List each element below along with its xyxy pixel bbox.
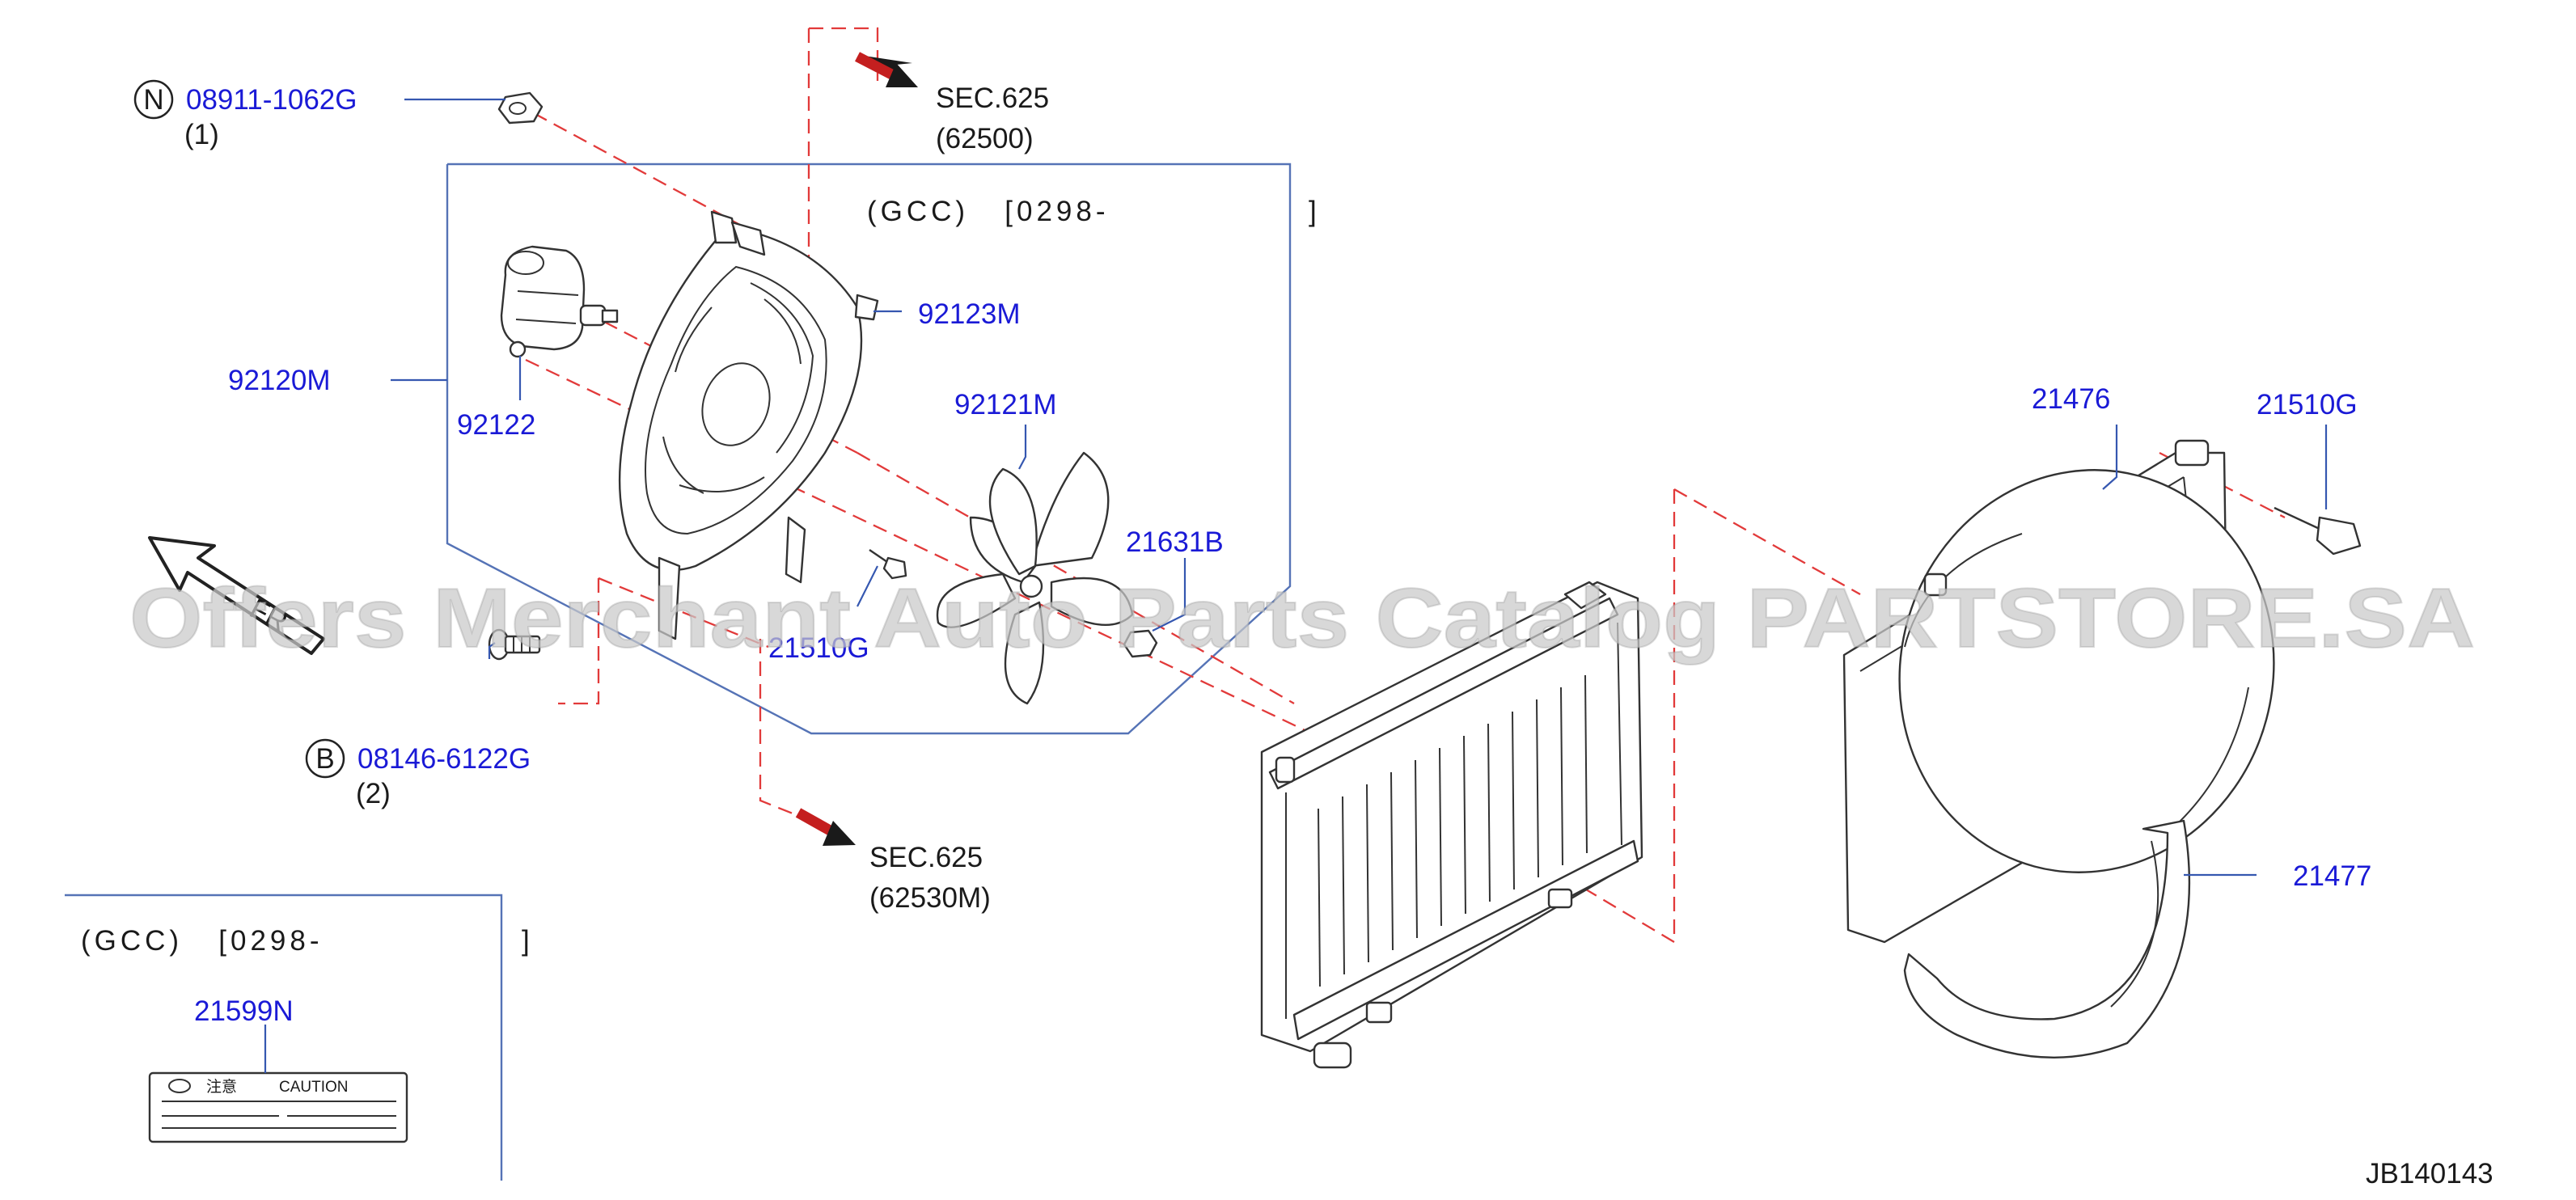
part-number-08146-6122g[interactable]: 08146-6122G xyxy=(357,743,531,775)
caution-en-text: CAUTION xyxy=(279,1079,349,1096)
sec-upper-sub-label: (62500) xyxy=(936,123,1034,154)
part-number-08911-1062g[interactable]: 08911-1062G xyxy=(186,84,357,116)
nut-qty-label: (1) xyxy=(184,119,219,150)
shroud-screw-icon xyxy=(2274,506,2362,556)
radiator-shroud-icon xyxy=(1842,439,2275,944)
gcc-side-close: ] xyxy=(522,925,530,957)
sec-upper-label: SEC.625 xyxy=(936,82,1049,114)
n-callout-circle xyxy=(133,79,174,120)
bolt-icon xyxy=(488,628,541,661)
part-number-21477[interactable]: 21477 xyxy=(2293,860,2371,892)
leader-lines xyxy=(264,98,2328,1073)
caution-jp-text: 注意 xyxy=(206,1078,237,1096)
part-number-92123m[interactable]: 92123M xyxy=(918,298,1020,330)
part-number-92122[interactable]: 92122 xyxy=(457,409,535,441)
caution-frame xyxy=(65,894,503,1181)
lower-shroud-icon xyxy=(1903,819,2191,1058)
part-number-92120m[interactable]: 92120M xyxy=(228,365,330,396)
gcc-main-label: (GCC) [0298- xyxy=(867,196,1110,227)
fan-shroud-icon xyxy=(618,210,879,640)
fan-blade-icon xyxy=(936,451,1134,705)
screw-icon xyxy=(869,549,907,580)
radiator-icon xyxy=(1260,581,1643,1069)
caution-label-icon: 注意 CAUTION xyxy=(148,1071,408,1143)
gcc-side-label: (GCC) [0298- xyxy=(81,925,324,957)
nut-icon xyxy=(497,91,544,125)
gcc-main-close: ] xyxy=(1309,196,1317,227)
sec-upper-arrow xyxy=(855,52,918,87)
part-number-21599n[interactable]: 21599N xyxy=(194,995,294,1027)
diagram-code-label: JB140143 xyxy=(2366,1158,2494,1189)
b-callout-circle xyxy=(305,738,345,779)
part-number-21510g-fan[interactable]: 21510G xyxy=(768,632,869,664)
blade-nut-icon xyxy=(1123,629,1158,658)
part-number-21476[interactable]: 21476 xyxy=(2032,383,2110,415)
part-number-92121m[interactable]: 92121M xyxy=(954,389,1056,420)
part-number-21631b[interactable]: 21631B xyxy=(1126,526,1224,558)
sec-lower-sub-label: (62530M) xyxy=(869,882,991,914)
watermark-text: Offers Merchant Auto Parts Catalog PARTS… xyxy=(129,572,2475,665)
fan-motor-icon xyxy=(500,245,619,358)
fan-assembly-frame xyxy=(446,163,1292,735)
sec-lower-arrow xyxy=(795,808,856,846)
sec-lower-label: SEC.625 xyxy=(869,842,983,873)
bolt-prefix-label: B xyxy=(315,743,334,775)
nut-prefix-label: N xyxy=(143,84,163,116)
part-number-21510g-shroud[interactable]: 21510G xyxy=(2257,389,2358,420)
bolt-qty-label: (2) xyxy=(356,778,391,809)
